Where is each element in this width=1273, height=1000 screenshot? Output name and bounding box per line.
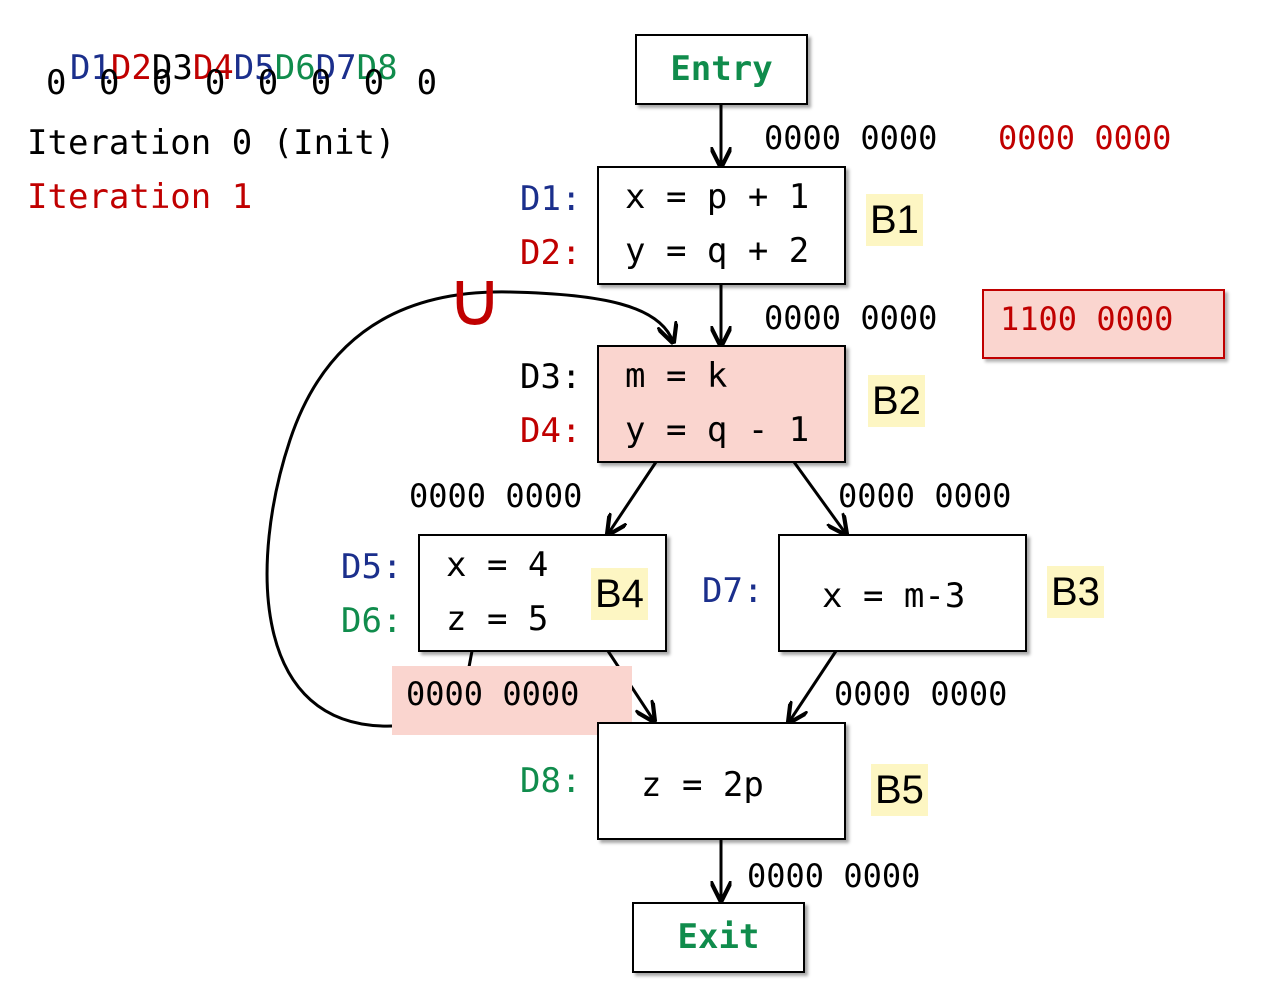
b4-d6-code: z = 5 [446,599,549,639]
legend-d6: D6 [274,48,316,88]
edge-entry-b1-new-bits: 0000 0000 [998,119,1172,157]
edge-b3-b5 [789,650,838,722]
edge-b4-b5-bits: 0000 0000 [392,666,632,735]
block-b1: x = p + 1 y = q + 2 [597,166,846,285]
b4-d6-label: D6: [341,601,403,641]
entry-label: Entry [670,49,773,89]
b3-d7-code: x = m-3 [822,576,966,616]
definition-legend: D1D2D3D4D5D6D7D8 [29,17,398,85]
block-b3: x = m-3 [778,534,1027,652]
iteration-0-label: Iteration 0 (Init) [27,123,396,163]
b2-d3-code: m = k [625,356,728,396]
block-label-b5: B5 [871,764,928,816]
edge-loop-back [265,290,673,728]
edge-b1-b2-bits: 0000 0000 [764,299,938,337]
legend-d5: D5 [233,48,275,88]
edge-b2-b3 [792,461,846,534]
b2-d4-code: y = q - 1 [625,410,810,450]
legend-d8: D8 [356,48,398,88]
b1-d2-code: y = q + 2 [625,231,810,271]
b4-d5-label: D5: [341,547,403,587]
legend-d7: D7 [315,48,357,88]
exit-label: Exit [677,917,760,957]
edge-b2-b3-bits: 0000 0000 [838,477,1012,515]
legend-bits: 0 0 0 0 0 0 0 0 [46,63,444,103]
edge-b3-b5-bits: 0000 0000 [834,675,1008,713]
block-b4: x = 4 z = 5 B4 [418,534,667,652]
entry-node: Entry [635,34,808,105]
b4-d5-code: x = 4 [446,545,549,585]
block-label-b1: B1 [866,194,923,246]
b1-d1-code: x = p + 1 [625,177,810,217]
b3-d7-label: D7: [702,571,764,611]
legend-d3: D3 [151,48,193,88]
block-label-b4: B4 [591,568,648,620]
legend-d2: D2 [110,48,152,88]
legend-d1: D1 [69,48,111,88]
edge-b2-b4-bits: 0000 0000 [409,477,583,515]
b2-d4-label: D4: [520,411,582,451]
b2-d3-label: D3: [520,357,582,397]
legend-d4: D4 [192,48,234,88]
edge-entry-b1-bits: 0000 0000 [764,119,938,157]
b5-d8-label: D8: [520,761,582,801]
block-label-b2: B2 [868,375,925,427]
edge-b5-exit-bits: 0000 0000 [747,857,921,895]
iteration-1-label: Iteration 1 [27,177,253,217]
union-symbol: ∪ [447,257,503,342]
block-b2: m = k y = q - 1 [597,345,846,463]
edge-b1-b2-new-bits: 1100 0000 [982,289,1225,359]
b1-d1-label: D1: [520,179,582,219]
exit-node: Exit [632,902,805,973]
edge-b4-b5-left [467,650,474,668]
edge-b2-b4 [608,461,658,534]
block-b5: z = 2p [597,722,846,840]
b5-d8-code: z = 2p [641,765,764,805]
b1-d2-label: D2: [520,233,582,273]
block-label-b3: B3 [1047,566,1104,618]
